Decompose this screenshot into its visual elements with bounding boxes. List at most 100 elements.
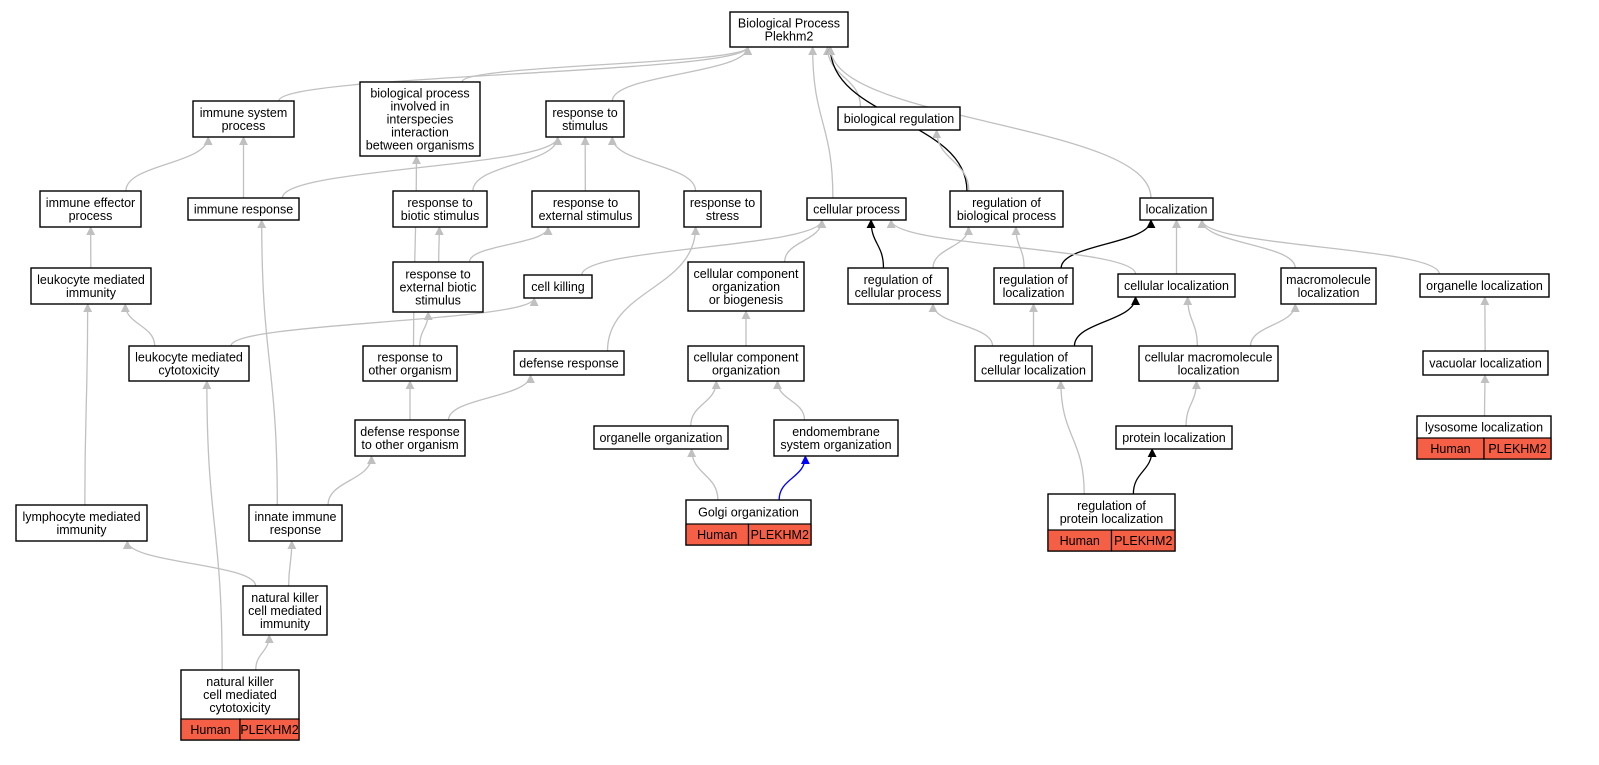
edge-cellular-macromolecule-localization-to-macromolecule-localization [1249,303,1300,347]
node-box [847,267,949,305]
node-label-line: regulation of [999,351,1068,365]
node-label-line: defense response [519,357,618,371]
node-label-line: lysosome localization [1425,421,1543,435]
go-term-node-organelle-organization[interactable]: organelle organization [593,425,729,450]
node-label-line: leukocyte mediated [37,273,145,287]
node-box [1422,350,1549,376]
go-term-node-defense-response[interactable]: defense response [513,350,625,376]
gene-tag-cell [1483,437,1552,460]
go-term-node-vacuolar-localization[interactable]: vacuolar localization [1422,350,1549,376]
node-label-line: between organisms [366,139,474,153]
go-term-node-localization[interactable]: localization [1139,197,1214,221]
edge-regulation-of-cellular-process-to-regulation-of-biological-process [932,226,974,269]
node-label-line: cell killing [531,280,585,294]
node-box [593,425,729,450]
node-label-line: immune response [194,203,293,217]
node-label-line: innate immune [255,510,337,524]
node-label-line: localization [1146,203,1208,217]
node-box [531,190,640,228]
node-box [242,585,328,636]
node-label-line: cellular macromolecule [1145,351,1273,365]
go-term-node-cellular-localization[interactable]: cellular localization [1117,273,1236,298]
node-label-line: immunity [260,617,311,631]
node-label-line: response to [690,196,755,210]
node-box [773,419,899,457]
edge-nk-cell-mediated-cytotoxicity-to-nk-cell-mediated-immunity [255,634,274,671]
go-term-node-cell-killing[interactable]: cell killing [523,274,593,299]
go-term-node-immune-response[interactable]: immune response [187,197,300,221]
node-label-line: organelle localization [1426,279,1543,293]
go-term-node-biological-regulation[interactable]: biological regulation [837,106,961,131]
node-label-line: regulation of [864,273,933,287]
edge-organelle-localization-to-localization [1197,219,1440,275]
node-label-line: defense response [360,425,459,439]
edge-response-to-other-organism-to-response-to-external-biotic-stimulus [419,311,433,347]
gene-tag-cell [239,718,300,741]
node-box [513,350,625,376]
node-label-line: natural killer [206,675,273,689]
node-label-line: macromolecule [1286,273,1371,287]
go-term-node-cellular-process[interactable]: cellular process [806,197,907,221]
edge-regulation-of-localization-to-localization [1060,219,1156,269]
edge-regulation-of-cellular-localization-to-cellular-localization [1073,296,1141,347]
node-label-line: response to [407,196,472,210]
node-box [729,11,849,48]
go-term-node-organelle-localization[interactable]: organelle localization [1419,273,1550,298]
node-label-line: immunity [56,523,107,537]
node-label-line: biological process [957,209,1056,223]
node-label-line: organelle organization [599,431,722,445]
edge-response-to-external-biotic-stimulus-to-response-to-biotic-stimulus [434,226,444,263]
node-label-line: cytotoxicity [209,701,271,715]
gene-tag-label: PLEKHM2 [751,528,809,542]
species-tag-label: Human [1430,442,1470,456]
go-term-node-protein-localization[interactable]: protein localization [1115,425,1233,450]
node-box [354,419,466,457]
node-label-line: cytotoxicity [158,364,220,378]
edge-immune-effector-process-to-immune-system-process [125,136,213,192]
node-label-line: stimulus [562,119,608,133]
gene-tag-cell [1110,529,1176,552]
edge-bp-interspecies-to-bp-root [461,46,753,83]
edge-golgi-organization-to-organelle-organization [687,448,719,501]
edge-regulation-of-cellular-process-to-cellular-process [866,219,885,269]
edge-localization-to-bp-root [825,46,1152,199]
node-label-line: interaction [391,126,449,140]
node-label-line: localization [1298,286,1360,300]
node-label-line: cell mediated [248,604,322,618]
gene-tag-label: PLEKHM2 [1114,534,1172,548]
node-label-line: immune effector [46,196,135,210]
node-label-line: stress [706,209,739,223]
node-label-line: biological regulation [844,112,955,126]
node-label-line: cellular process [855,286,942,300]
node-label-line: external stimulus [539,209,633,223]
